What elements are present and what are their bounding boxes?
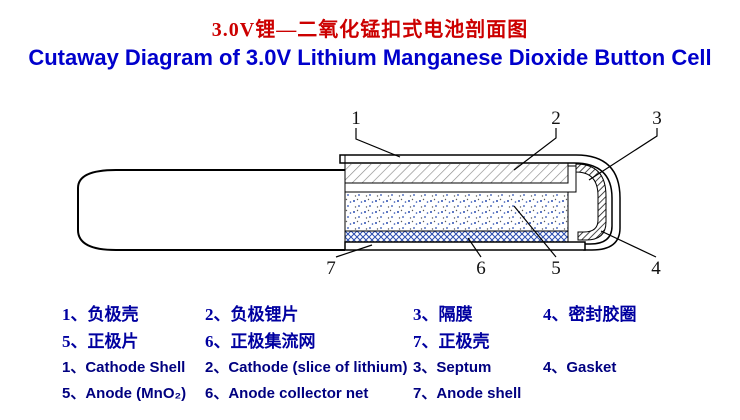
legend-item-cn-5: 5、正极片	[62, 332, 139, 351]
legend-row-cn-1: 1、负极壳 2、负极锂片 3、隔膜 4、密封胶圈	[62, 299, 722, 326]
cell-left-body-outline	[77, 169, 345, 251]
part-6-collector-net	[344, 230, 569, 243]
callout-number-3: 3	[652, 108, 662, 129]
title-chinese: 3.0V锂—二氧化锰扣式电池剖面图	[211, 19, 529, 41]
legend-item-en-4: 4、Gasket	[543, 358, 617, 376]
callout-number-1: 1	[351, 108, 361, 129]
callout-number-7: 7	[326, 258, 336, 279]
legend-item-en-1: 1、Cathode Shell	[62, 358, 186, 376]
legend: 1、负极壳 2、负极锂片 3、隔膜 4、密封胶圈 5、正极片 6、正极集流网 7…	[62, 299, 722, 405]
leader-line-4	[600, 230, 657, 258]
legend-item-en-7: 7、Anode shell	[413, 384, 522, 402]
leader-line-5	[513, 205, 557, 258]
callout-number-5: 5	[551, 258, 561, 279]
legend-row-en-2: 5、Anode (MnO₂) 6、Anode collector net 7、A…	[62, 379, 722, 405]
legend-item-en-6: 6、Anode collector net	[205, 384, 369, 402]
callout-number-4: 4	[651, 258, 661, 279]
legend-item-cn-1: 1、负极壳	[62, 305, 139, 324]
legend-item-cn-3: 3、隔膜	[413, 305, 473, 324]
callout-number-6: 6	[476, 258, 486, 279]
leader-line-6	[467, 237, 482, 258]
part-4-gasket	[575, 163, 607, 241]
legend-item-en-2: 2、Cathode (slice of lithium)	[205, 358, 408, 376]
legend-row-en-1: 1、Cathode Shell 2、Cathode (slice of lith…	[62, 353, 722, 379]
legend-item-cn-7: 7、正极壳	[413, 332, 490, 351]
legend-item-cn-6: 6、正极集流网	[205, 332, 316, 351]
leader-line-2	[513, 128, 557, 171]
part-5-mno2-layer	[344, 191, 569, 232]
leader-line-1	[355, 128, 401, 158]
legend-item-cn-2: 2、负极锂片	[205, 305, 299, 324]
legend-item-cn-4: 4、密封胶圈	[543, 305, 637, 324]
part-2-lithium-slice	[344, 162, 569, 184]
legend-item-en-3: 3、Septum	[413, 358, 492, 376]
callout-number-2: 2	[551, 108, 561, 129]
legend-item-en-5: 5、Anode (MnO₂)	[62, 384, 187, 402]
title-english: Cutaway Diagram of 3.0V Lithium Manganes…	[28, 45, 712, 70]
leader-line-7	[335, 244, 373, 258]
legend-row-cn-2: 5、正极片 6、正极集流网 7、正极壳	[62, 326, 722, 353]
leader-line-3	[588, 128, 658, 181]
